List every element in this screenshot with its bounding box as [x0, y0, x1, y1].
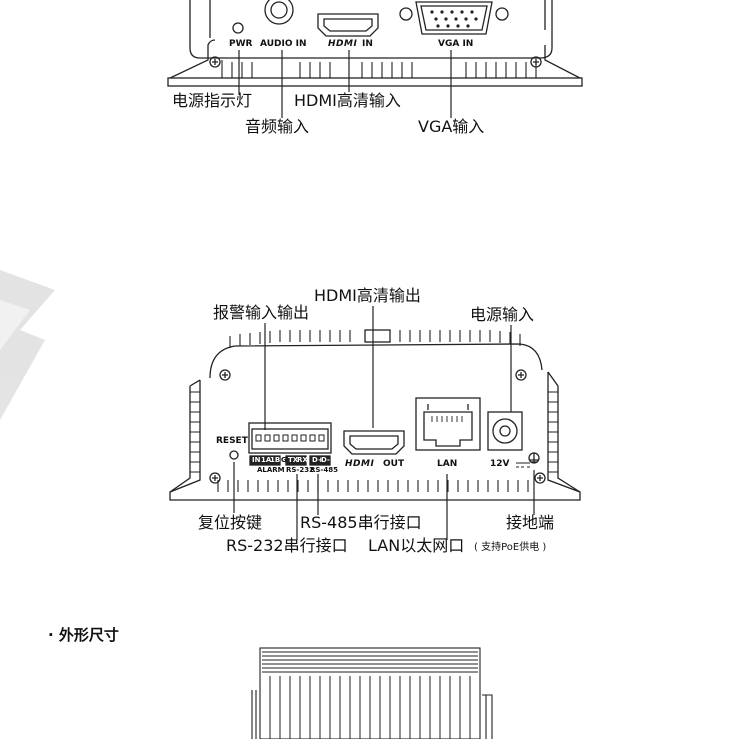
pwr-label: PWR	[229, 39, 253, 49]
callout-lan-port: LAN以太网口	[368, 536, 465, 555]
terminal-rx-label: RX	[297, 456, 308, 464]
front-fins	[221, 60, 537, 78]
pwr-led	[232, 22, 244, 34]
lan-label: LAN	[437, 459, 458, 469]
reset-hole	[229, 450, 239, 460]
terminal-tx-label: TX	[288, 456, 299, 464]
callout-vga-input: VGA输入	[418, 117, 485, 136]
vga-port	[415, 1, 493, 35]
front-leaders	[238, 50, 452, 118]
terminal-in-label: IN	[252, 456, 261, 464]
hdmi-out-brand: HDMI	[345, 459, 375, 469]
hdmi-in-label: IN	[362, 39, 373, 49]
dc-jack	[487, 411, 523, 451]
audio-in-label: AUDIO IN	[260, 39, 307, 49]
rear-panel	[169, 306, 581, 540]
hdmi-in-brand: HDMI	[328, 39, 358, 49]
front-panel	[167, 0, 583, 118]
callout-power-indicator: 电源指示灯	[172, 91, 253, 110]
callout-rs232-port: RS-232串行接口	[226, 536, 348, 555]
terminal-1b-label: 1B	[270, 456, 281, 464]
callout-reset-button: 复位按键	[198, 513, 263, 532]
ground-icon	[528, 452, 540, 464]
terminal-g-label: G	[281, 456, 287, 464]
terminal-dminus-label: D-	[321, 456, 330, 464]
side-view-device	[251, 647, 493, 739]
rear-top-fins	[229, 330, 521, 348]
rear-leaders	[233, 306, 535, 540]
alarm-label: ALARM	[257, 466, 285, 474]
watermark-logo	[0, 270, 55, 420]
terminal-block	[248, 422, 332, 454]
terminal-1a-label: 1A	[261, 456, 272, 464]
callout-rs485-port: RS-485串行接口	[300, 513, 422, 532]
hdmi-out-label: OUT	[383, 459, 405, 469]
dimensions-section-title: · 外形尺寸	[48, 626, 119, 644]
callout-alarm-io: 报警输入输出	[213, 303, 310, 322]
terminal-dplus-label: D+	[312, 456, 324, 464]
callout-power-input: 电源输入	[470, 305, 535, 324]
rs232-label: RS-232	[286, 466, 314, 474]
lan-port	[415, 397, 481, 451]
hdmi-out-port	[343, 430, 405, 455]
callout-audio-input: 音频输入	[245, 117, 310, 136]
hdmi-in-port	[317, 13, 379, 37]
rs485-label: RS-485	[310, 466, 338, 474]
audio-jack	[264, 0, 294, 25]
callout-hdmi-output: HDMI高清输出	[314, 286, 421, 305]
callout-ground-terminal: 接地端	[506, 513, 555, 532]
vga-in-label: VGA IN	[438, 39, 474, 49]
callout-lan-note: ( 支持PoE供电 )	[474, 542, 547, 553]
callout-hdmi-input: HDMI高清输入	[294, 91, 401, 110]
reset-label: RESET	[216, 436, 248, 446]
power-12v-label: 12V	[490, 459, 510, 469]
